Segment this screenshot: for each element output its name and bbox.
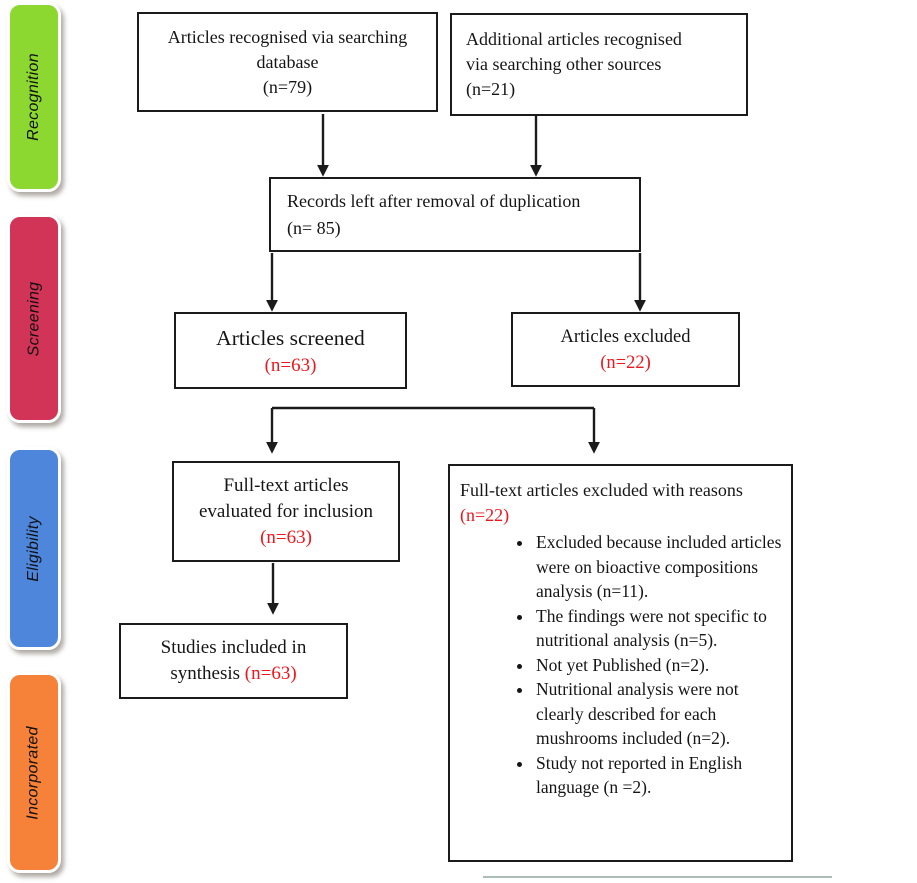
reason-item: Excluded because included articles were … — [534, 530, 783, 604]
box-reasons-title: Full-text articles excluded with reasons — [460, 480, 743, 500]
box-fulltext-count: (n=63) — [260, 526, 312, 548]
box-database-search: Articles recognised via searching databa… — [137, 12, 438, 112]
box-included-line2: synthesis (n=63) — [170, 661, 296, 687]
box-screened-count: (n=63) — [264, 354, 317, 376]
stage-incorporated: Incorporated — [7, 672, 61, 873]
stage-recognition-label: Recognition — [25, 53, 42, 141]
bottom-divider-line — [483, 876, 832, 878]
reasons-list: Excluded because included articles were … — [460, 530, 783, 800]
stage-incorporated-label: Incorporated — [25, 725, 42, 820]
box-included-synthesis: Studies included in synthesis (n=63) — [119, 623, 348, 699]
box-included-line2-prefix: synthesis — [170, 663, 245, 684]
reason-item: The findings were not specific to nutrit… — [534, 604, 783, 653]
box-excluded-count: (n=22) — [600, 352, 651, 373]
stage-eligibility: Eligibility — [7, 447, 61, 650]
box-deduplicated-count: (n= 85) — [287, 217, 341, 238]
box-fulltext-evaluated: Full-text articles evaluated for inclusi… — [172, 461, 400, 562]
stage-recognition: Recognition — [7, 2, 61, 192]
box-deduplicated: Records left after removal of duplicatio… — [269, 177, 641, 252]
box-deduplicated-line1: Records left after removal of duplicatio… — [287, 190, 581, 211]
box-other-sources-line2: via searching other sources — [466, 54, 662, 74]
box-excluded-title: Articles excluded — [560, 326, 691, 347]
box-other-sources-count: (n=21) — [466, 79, 516, 99]
box-included-count: (n=63) — [244, 663, 297, 684]
box-database-count: (n=79) — [262, 76, 313, 97]
box-excluded-reasons: Full-text articles excluded with reasons… — [448, 464, 793, 862]
stage-screening: Screening — [7, 214, 61, 423]
box-included-line1: Studies included in — [160, 637, 307, 658]
box-database-line1: Articles recognised via searching — [167, 26, 408, 47]
reason-item: Nutritional analysis were not clearly de… — [534, 677, 783, 751]
box-database-line2: database — [256, 51, 319, 72]
box-reasons-count: (n=22) — [460, 505, 510, 525]
box-other-sources: Additional articles recognised via searc… — [450, 13, 748, 116]
reason-item: Study not reported in English language (… — [534, 751, 783, 800]
box-fulltext-line1: Full-text articles — [223, 474, 349, 496]
box-screened: Articles screened (n=63) — [174, 312, 407, 389]
box-excluded: Articles excluded (n=22) — [511, 312, 740, 387]
stage-screening-label: Screening — [25, 281, 42, 356]
box-fulltext-line2: evaluated for inclusion — [198, 500, 374, 522]
reason-item: Not yet Published (n=2). — [534, 653, 783, 678]
box-screened-title: Articles screened — [216, 325, 365, 350]
stage-eligibility-label: Eligibility — [25, 515, 43, 582]
box-other-sources-line1: Additional articles recognised — [466, 29, 682, 49]
